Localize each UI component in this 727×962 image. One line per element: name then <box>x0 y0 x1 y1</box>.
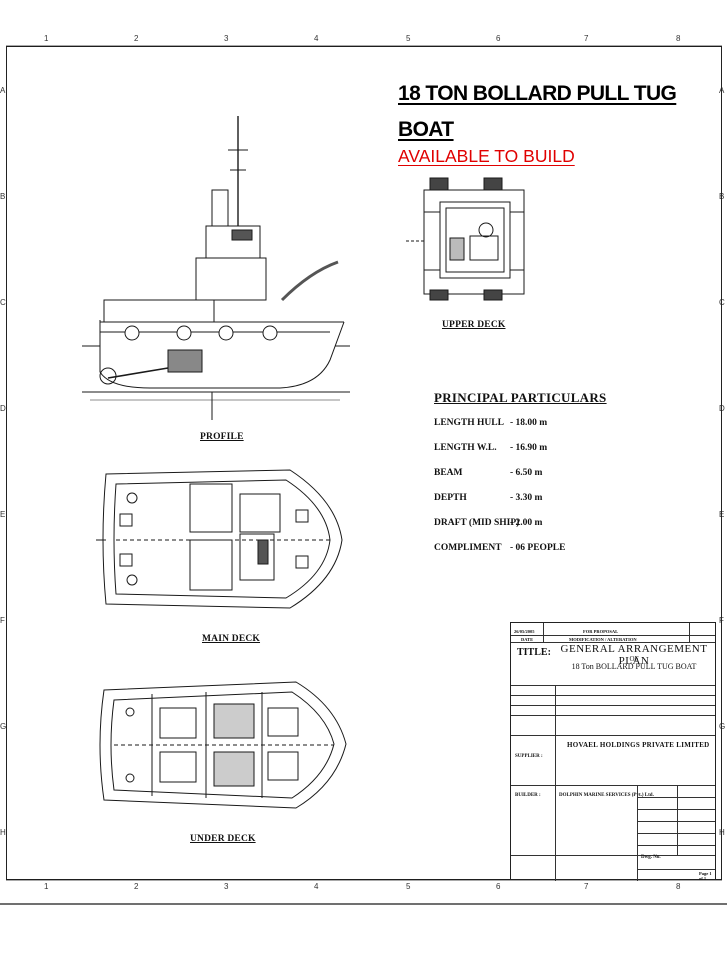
upper-deck-plan <box>406 177 525 301</box>
revision-note: FOR PROPOSAL <box>583 629 619 634</box>
zone-label: 5 <box>406 34 411 43</box>
particular-value: - 2.00 m <box>510 518 543 528</box>
drawing-frame <box>6 46 722 880</box>
plan-subtitle: 18 Ton BOLLARD PULL TUG BOAT <box>571 662 697 671</box>
under-deck-label: UNDER DECK <box>190 834 256 844</box>
zone-label: 2 <box>134 882 139 891</box>
particular-value: - 16.90 m <box>510 443 548 453</box>
particular-label: COMPLIMENT <box>434 543 502 553</box>
builder-name: DOLPHIN MARINE SERVICES (Pvt.) Ltd. <box>559 793 654 798</box>
zone-label: 7 <box>584 34 589 43</box>
revision-mod-header: MODIFICATION / ALTERATION <box>569 637 637 642</box>
zone-label: 6 <box>496 34 501 43</box>
upper-deck-label: UPPER DECK <box>442 320 506 330</box>
zone-label: 5 <box>406 882 411 891</box>
zone-label: 6 <box>496 882 501 891</box>
revision-date-header: DATE <box>521 637 534 642</box>
revision-date: 26/05/2005 <box>514 629 535 634</box>
main-deck-plan <box>96 469 343 609</box>
zone-label: 4 <box>314 882 319 891</box>
zone-label: 2 <box>134 34 139 43</box>
particular-row: LENGTH HULL - 18.00 m <box>434 418 624 443</box>
profile-label: PROFILE <box>200 432 244 442</box>
particular-label: LENGTH HULL <box>434 418 504 428</box>
zone-label: 8 <box>676 34 681 43</box>
plan-of: OF <box>629 655 639 663</box>
title-block-table: 26/05/2005 FOR PROPOSAL DATE MODIFICATIO… <box>510 622 716 881</box>
drawing-title-block: 18 TON BOLLARD PULL TUG BOAT AVAILABLE T… <box>398 76 698 167</box>
supplier-label: SUPPLIER : <box>515 754 543 759</box>
particular-row: COMPLIMENT - 06 PEOPLE <box>434 543 624 568</box>
zone-label: C <box>0 298 6 307</box>
zone-label: 1 <box>44 34 49 43</box>
particular-value: - 06 PEOPLE <box>510 543 566 553</box>
page-number: Page 1 of 1 <box>699 871 712 881</box>
zone-label: G <box>0 722 7 731</box>
zone-label: 3 <box>224 34 229 43</box>
particular-label: BEAM <box>434 468 463 478</box>
particular-label: DEPTH <box>434 493 467 503</box>
zone-label: 7 <box>584 882 589 891</box>
zone-label: F <box>0 616 5 625</box>
drawing-title: 18 TON BOLLARD PULL TUG BOAT <box>398 82 677 141</box>
zone-label: B <box>0 192 6 201</box>
zone-label: 1 <box>44 882 49 891</box>
left-zone-ruler: A B C D E F G H <box>0 46 10 880</box>
profile-view <box>82 116 350 420</box>
bottom-zone-ruler: 1 2 3 4 5 6 7 8 <box>6 882 722 894</box>
zone-label: A <box>0 86 6 95</box>
owner-company: HOVAEL HOLDINGS PRIVATE LIMITED <box>567 741 710 749</box>
principal-particulars: PRINCIPAL PARTICULARS LENGTH HULL - 18.0… <box>434 390 624 568</box>
particular-row: LENGTH W.L. - 16.90 m <box>434 443 624 468</box>
particular-label: LENGTH W.L. <box>434 443 497 453</box>
drawing-number-label: Dwg. No. <box>641 855 661 860</box>
main-deck-label: MAIN DECK <box>202 634 261 644</box>
availability-note: AVAILABLE TO BUILD <box>398 146 575 166</box>
particular-row: DRAFT (MID SHIP) - 2.00 m <box>434 518 624 543</box>
zone-label: 8 <box>676 882 681 891</box>
particular-value: - 18.00 m <box>510 418 548 428</box>
particular-row: BEAM - 6.50 m <box>434 468 624 493</box>
zone-label: 4 <box>314 34 319 43</box>
zone-label: D <box>0 404 6 413</box>
particular-value: - 3.30 m <box>510 493 543 503</box>
title-label: TITLE: <box>517 647 551 658</box>
zone-label: G <box>719 722 726 731</box>
particular-value: - 6.50 m <box>510 468 543 478</box>
top-zone-ruler: 1 2 3 4 5 6 7 8 <box>6 34 722 46</box>
under-deck-plan <box>99 681 347 809</box>
zone-label: 3 <box>224 882 229 891</box>
plan-title: GENERAL ARRANGEMENT PLAN <box>560 643 708 667</box>
particular-label: DRAFT (MID SHIP) <box>434 518 520 528</box>
particular-row: DEPTH - 3.30 m <box>434 493 624 518</box>
particulars-heading: PRINCIPAL PARTICULARS <box>434 390 607 405</box>
builder-label: BUILDER : <box>515 793 541 798</box>
zone-label: H <box>0 828 6 837</box>
zone-label: E <box>0 510 6 519</box>
